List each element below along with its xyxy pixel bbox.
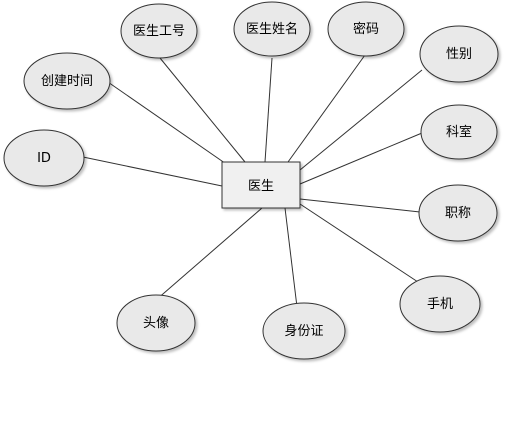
attribute-id[interactable]: ID [3,129,85,187]
attribute-avatar[interactable]: 头像 [116,294,196,352]
attribute-label: 医生工号 [133,24,185,39]
connector-password [287,54,366,163]
connector-created-at [104,79,233,169]
attribute-password[interactable]: 密码 [327,1,405,57]
attribute-label: 手机 [427,297,453,312]
attribute-doctor-no[interactable]: 医生工号 [120,3,198,59]
attribute-phone[interactable]: 手机 [399,275,481,333]
connector-avatar [155,207,263,301]
attribute-label: 职称 [445,206,471,221]
attribute-label: 密码 [353,21,379,37]
attribute-id-card[interactable]: 身份证 [262,302,346,360]
attribute-gender[interactable]: 性别 [419,25,499,83]
attribute-label: 性别 [446,47,472,62]
attribute-label: 医生姓名 [246,21,298,37]
connector-doctor-no [159,57,246,163]
entity-label: 医生 [248,179,274,194]
attribute-title[interactable]: 职称 [418,184,498,242]
connector-title [299,198,421,213]
connector-department [299,132,423,185]
attribute-label: 创建时间 [41,74,93,89]
attribute-department[interactable]: 科室 [420,104,498,160]
connector-doctor-name [264,57,273,163]
attribute-label: 科室 [446,124,472,140]
connector-id-card [284,207,298,308]
attribute-created-at[interactable]: 创建时间 [23,52,111,110]
attribute-label: 身份证 [284,323,323,339]
connector-gender [299,69,423,171]
connector-id [82,156,223,187]
connectors [82,54,423,308]
attribute-doctor-name[interactable]: 医生姓名 [233,1,311,57]
attribute-label: 头像 [143,316,169,331]
connector-phone [299,203,419,283]
attribute-label: ID [37,151,51,166]
entity-doctor[interactable]: 医生 [221,161,301,209]
